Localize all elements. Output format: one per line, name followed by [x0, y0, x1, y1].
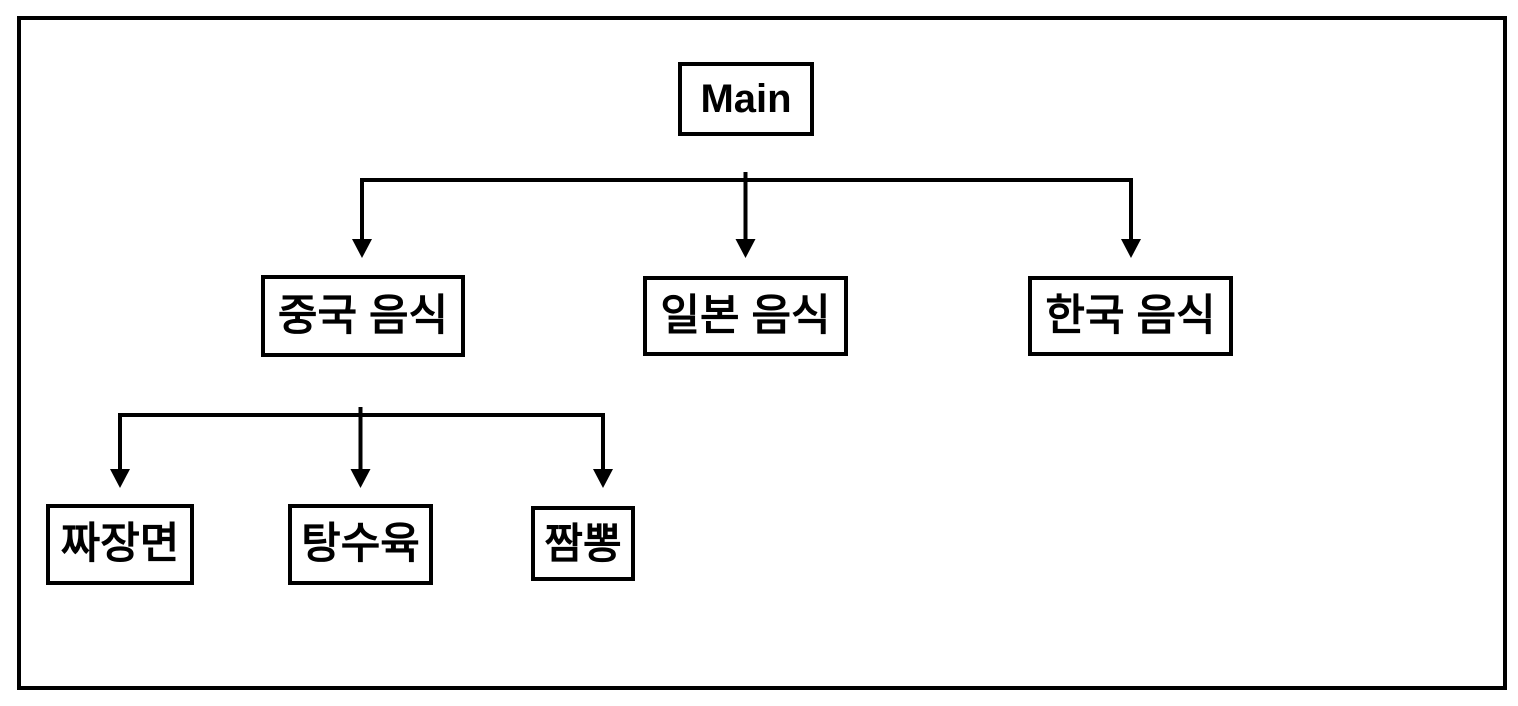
node-jajangmyeon-label: 짜장면	[60, 520, 180, 568]
node-jjamppong: 짬뽕	[531, 506, 635, 581]
arrow-head	[352, 239, 372, 258]
node-japanese-food: 일본 음식	[643, 276, 848, 356]
connector-chinese-branches	[110, 407, 613, 488]
arrow-to-jajangmyeon	[110, 413, 130, 488]
connector-main-branches	[352, 172, 1141, 258]
node-tangsuyuk-label: 탕수육	[301, 520, 420, 568]
node-chinese-food: 중국 음식	[261, 275, 465, 357]
node-main: Main	[678, 62, 814, 136]
arrow-to-jjamppong	[593, 413, 613, 488]
node-korean-food-label: 한국 음식	[1045, 291, 1216, 340]
node-main-label: Main	[700, 77, 792, 121]
arrow-head	[110, 469, 130, 488]
node-jajangmyeon: 짜장면	[46, 504, 194, 585]
arrow-to-chinese	[352, 178, 372, 258]
node-chinese-food-label: 중국 음식	[277, 291, 449, 340]
arrow-head	[350, 469, 371, 488]
arrow-to-japanese	[735, 180, 756, 258]
arrow-head	[1121, 239, 1141, 258]
arrow-head	[735, 239, 756, 258]
arrow-head	[593, 469, 613, 488]
node-japanese-food-label: 일본 음식	[660, 291, 831, 340]
node-korean-food: 한국 음식	[1028, 276, 1233, 356]
arrow-to-korean	[1121, 178, 1141, 258]
arrow-to-tangsuyuk	[350, 415, 371, 488]
node-jjamppong-label: 짬뽕	[544, 519, 622, 567]
node-tangsuyuk: 탕수육	[288, 504, 433, 585]
